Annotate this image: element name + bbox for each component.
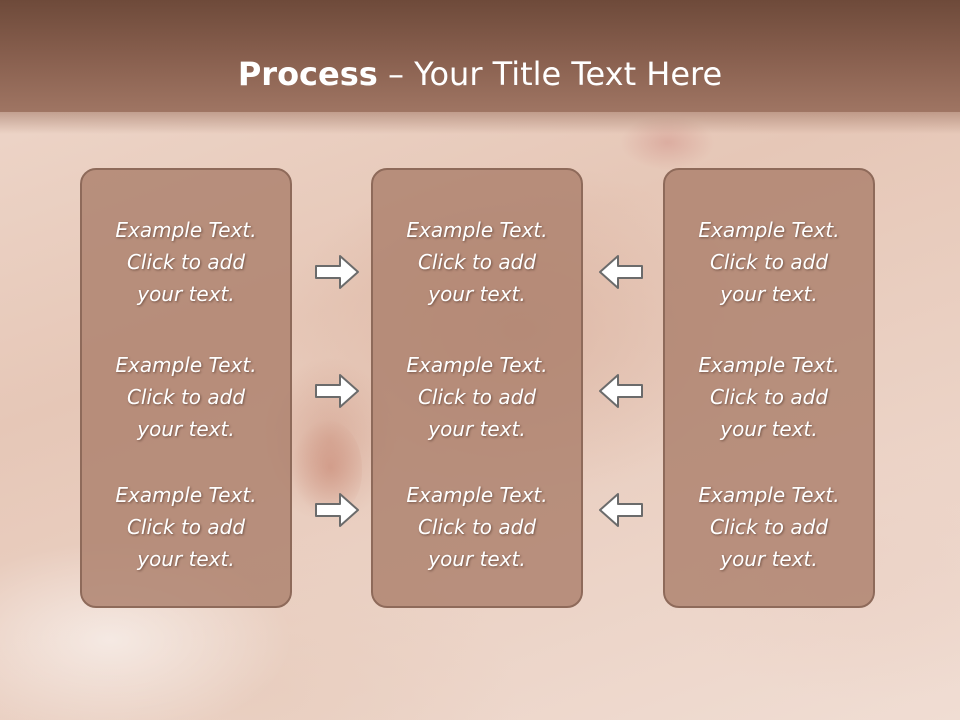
- text-line: Click to add: [709, 515, 829, 539]
- text-block[interactable]: Example Text. Click to add your text.: [373, 479, 581, 575]
- left-arrow-icon: [599, 374, 643, 408]
- text-line: your text.: [137, 282, 235, 306]
- text-block[interactable]: Example Text. Click to add your text.: [373, 349, 581, 445]
- text-line: Example Text.: [698, 353, 840, 377]
- text-line: Click to add: [126, 515, 246, 539]
- text-line: your text.: [428, 417, 526, 441]
- title-bold-part: Process: [237, 55, 378, 93]
- text-line: Click to add: [126, 385, 246, 409]
- text-line: Example Text.: [115, 353, 257, 377]
- text-line: Example Text.: [115, 483, 257, 507]
- title-rest-part: – Your Title Text Here: [377, 55, 723, 93]
- text-line: Example Text.: [406, 218, 548, 242]
- text-block[interactable]: Example Text. Click to add your text.: [665, 214, 873, 310]
- text-line: Click to add: [417, 250, 537, 274]
- right-arrow-icon: [315, 374, 359, 408]
- text-line: your text.: [137, 547, 235, 571]
- text-line: Click to add: [126, 250, 246, 274]
- text-line: your text.: [428, 282, 526, 306]
- process-panel-left[interactable]: Example Text. Click to add your text. Ex…: [80, 168, 292, 608]
- text-line: Click to add: [417, 515, 537, 539]
- text-block[interactable]: Example Text. Click to add your text.: [82, 479, 290, 575]
- text-line: your text.: [137, 417, 235, 441]
- text-line: Example Text.: [406, 353, 548, 377]
- text-line: your text.: [720, 282, 818, 306]
- text-block[interactable]: Example Text. Click to add your text.: [373, 214, 581, 310]
- right-arrow-icon: [315, 255, 359, 289]
- text-line: your text.: [428, 547, 526, 571]
- left-arrow-icon: [599, 255, 643, 289]
- process-panel-right[interactable]: Example Text. Click to add your text. Ex…: [663, 168, 875, 608]
- right-arrow-icon: [315, 493, 359, 527]
- text-block[interactable]: Example Text. Click to add your text.: [82, 214, 290, 310]
- text-line: Example Text.: [698, 483, 840, 507]
- text-line: your text.: [720, 547, 818, 571]
- text-line: Click to add: [417, 385, 537, 409]
- text-line: Example Text.: [406, 483, 548, 507]
- left-arrow-icon: [599, 493, 643, 527]
- text-line: Example Text.: [115, 218, 257, 242]
- background-photo-detail: [292, 420, 362, 515]
- process-panel-center[interactable]: Example Text. Click to add your text. Ex…: [371, 168, 583, 608]
- text-block[interactable]: Example Text. Click to add your text.: [82, 349, 290, 445]
- text-block[interactable]: Example Text. Click to add your text.: [665, 349, 873, 445]
- text-line: your text.: [720, 417, 818, 441]
- text-block[interactable]: Example Text. Click to add your text.: [665, 479, 873, 575]
- text-line: Click to add: [709, 250, 829, 274]
- text-line: Click to add: [709, 385, 829, 409]
- title-bar: [0, 0, 960, 134]
- slide-title[interactable]: Process – Your Title Text Here: [0, 52, 960, 96]
- text-line: Example Text.: [698, 218, 840, 242]
